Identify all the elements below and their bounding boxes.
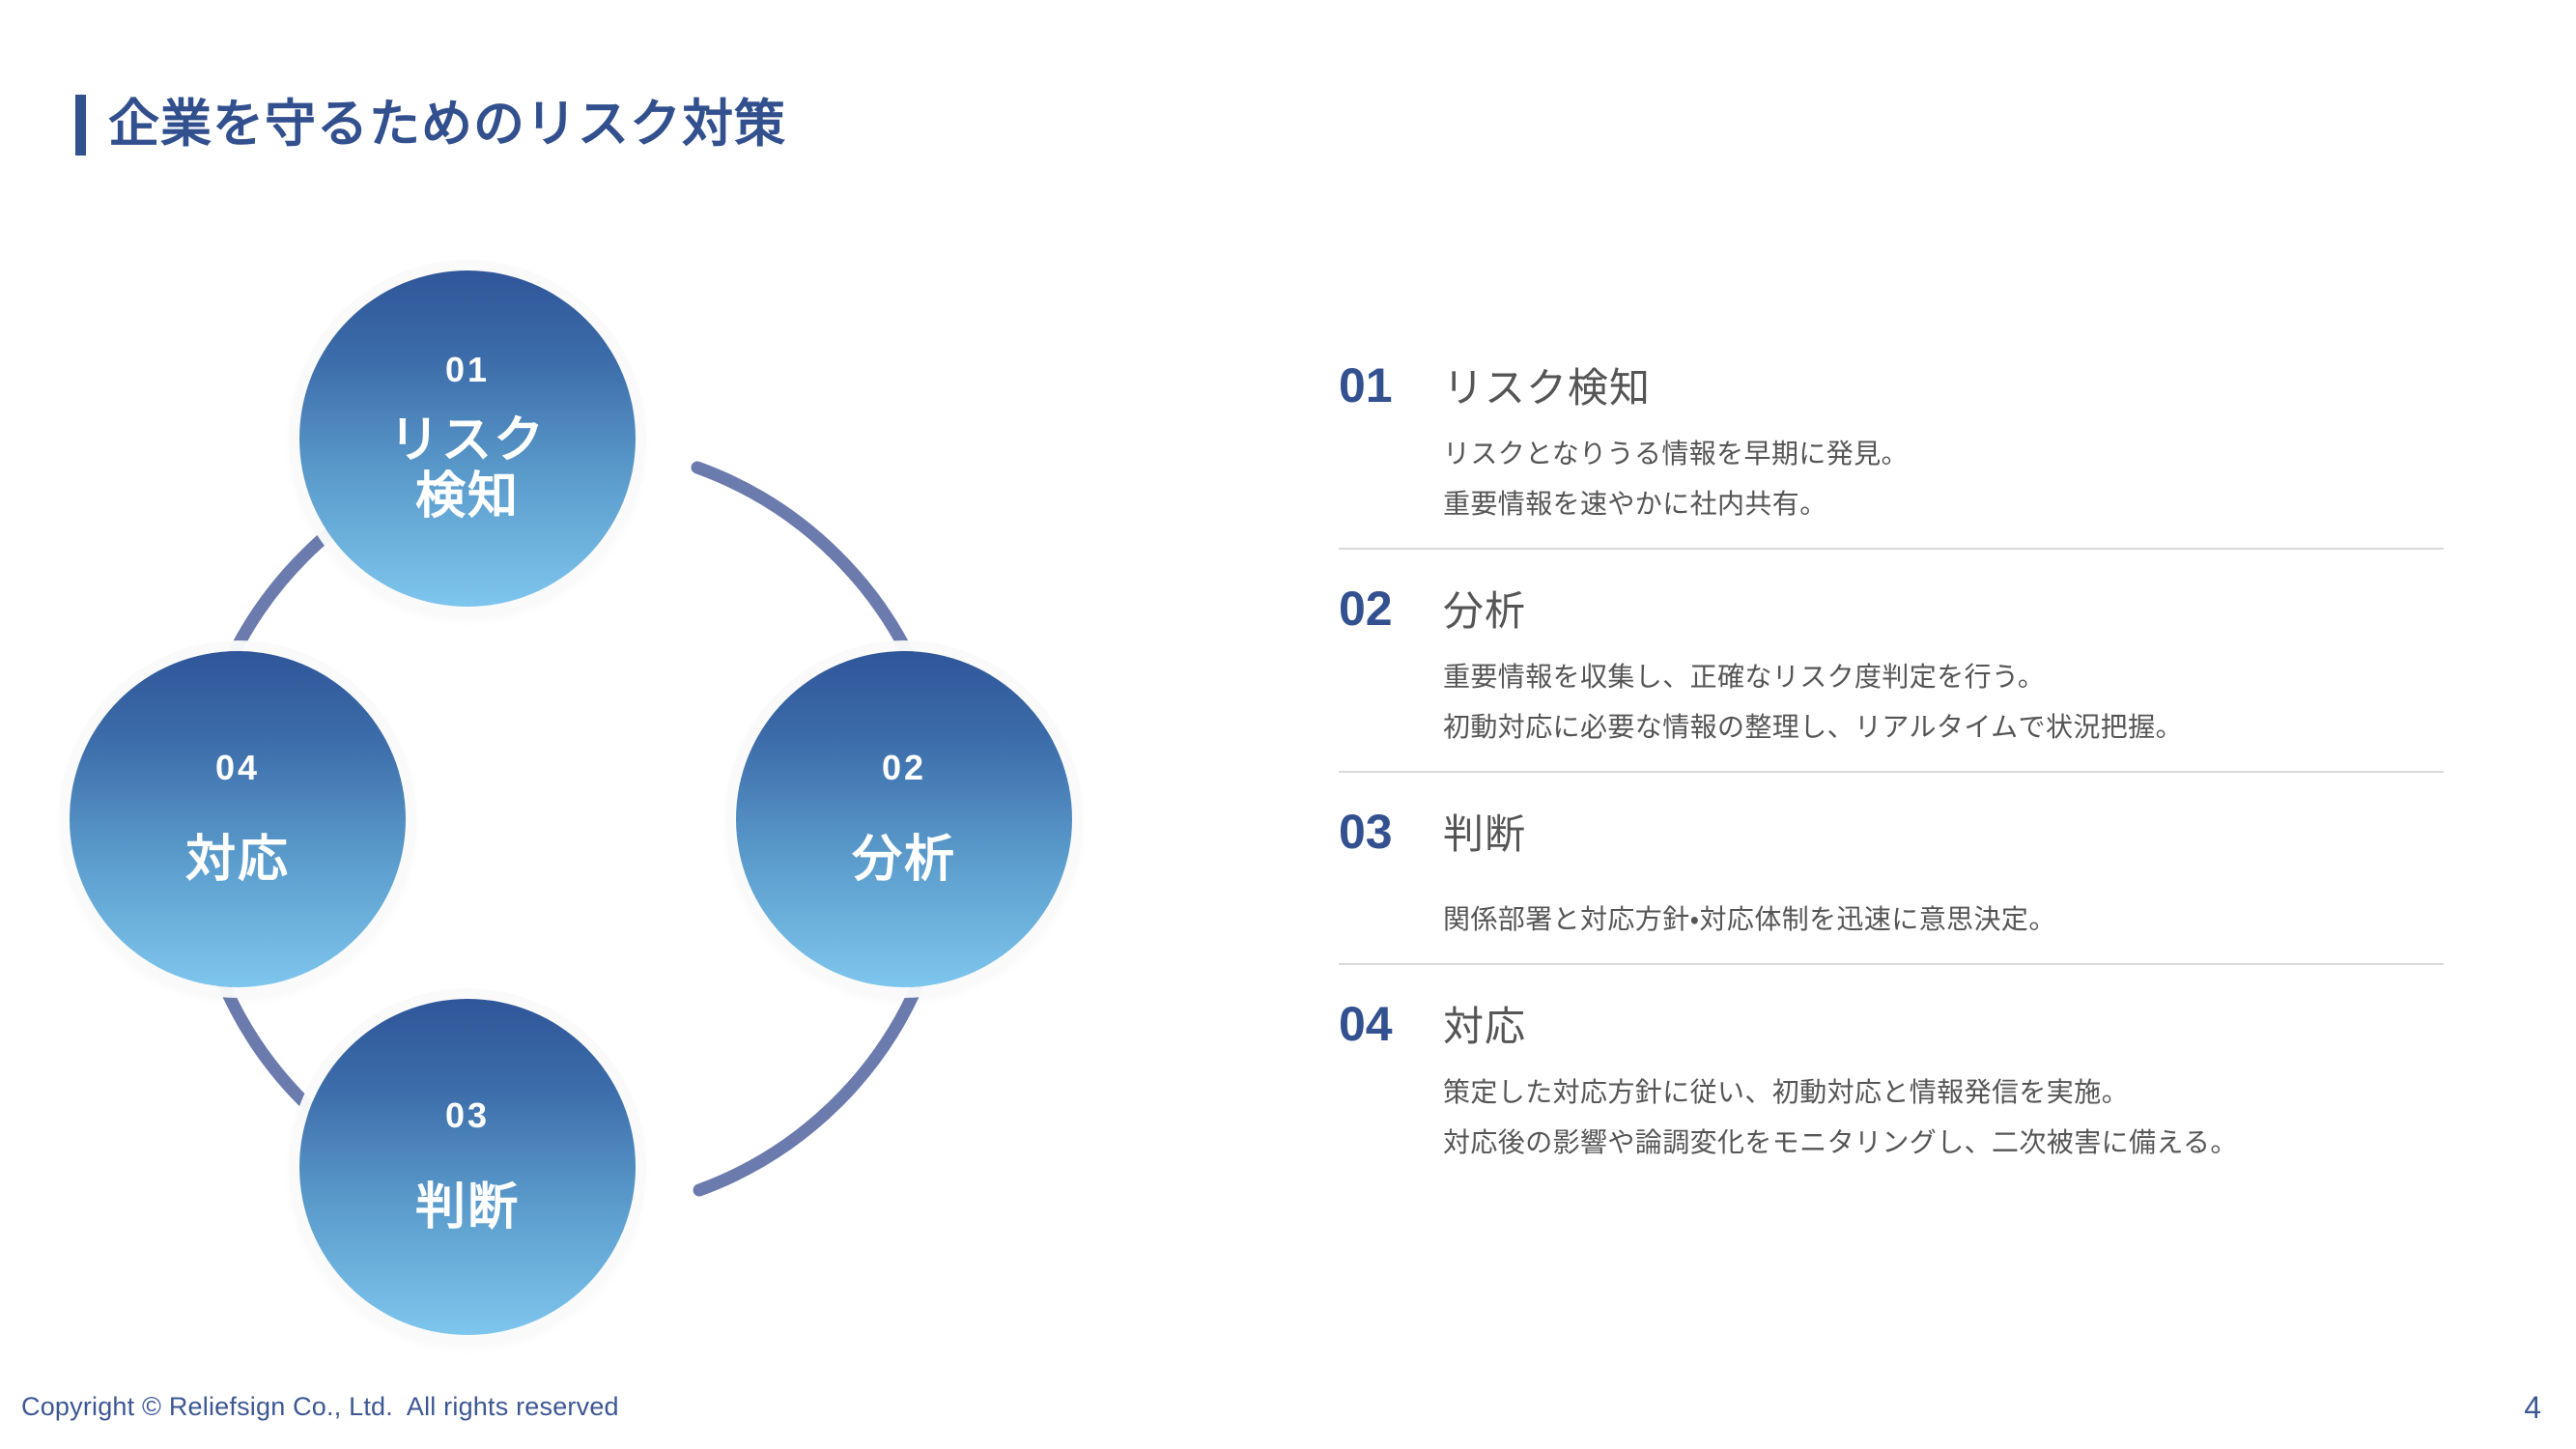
cycle-node-03-number: 03	[444, 1094, 491, 1135]
cycle-node-04[interactable]: 04 対応	[70, 651, 406, 987]
cycle-node-03[interactable]: 03 判断	[299, 999, 636, 1335]
step-02-body: 重要情報を収集し、正確なリスク度判定を行う。 初動対応に必要な情報の整理し、リア…	[1443, 657, 2444, 748]
step-01-divider	[1339, 548, 2444, 550]
page-number: 4	[2524, 1390, 2541, 1425]
cycle-node-01[interactable]: 01 リスク 検知	[299, 270, 636, 607]
step-02-line-1: 重要情報を収集し、正確なリスク度判定を行う。	[1443, 662, 2046, 692]
cycle-node-02[interactable]: 02 分析	[736, 651, 1072, 987]
step-03-number: 03	[1339, 805, 1393, 859]
step-02-number: 02	[1339, 582, 1393, 636]
cycle-node-02-number: 02	[881, 747, 927, 787]
step-01-line-1: リスクとなりうる情報を早期に発見。	[1443, 439, 1909, 469]
cycle-node-03-label: 判断	[414, 1179, 520, 1236]
step-01-number: 01	[1339, 358, 1393, 412]
step-04-line-2: 対応後の影響や論調変化をモニタリングし、二次被害に備える。	[1443, 1127, 2238, 1157]
step-01-body: リスクとなりうる情報を早期に発見。 重要情報を速やかに社内共有。	[1443, 434, 2444, 525]
step-03-title: 判断	[1443, 811, 1527, 857]
step-item-02: 02 分析 重要情報を収集し、正確なリスク度判定を行う。 初動対応に必要な情報の…	[1339, 550, 2444, 773]
step-04-header: 04 対応	[1339, 998, 2444, 1051]
step-03-line-1: 関係部署と対応方針・対応体制を迅速に意思決定。	[1443, 904, 2056, 934]
step-02-title: 分析	[1443, 588, 1527, 634]
step-item-01: 01 リスク検知 リスクとなりうる情報を早期に発見。 重要情報を速やかに社内共有…	[1339, 359, 2444, 550]
step-04-title: 対応	[1443, 1004, 1527, 1049]
title-text: 企業を守るためのリスク対策	[108, 96, 786, 154]
arc-02-to-03	[693, 959, 932, 1197]
cycle-node-01-number: 01	[444, 349, 491, 389]
step-item-03: 03 判断 関係部署と対応方針・対応体制を迅速に意思決定。	[1339, 773, 2444, 965]
page-title: 企業を守るためのリスク対策	[75, 95, 786, 156]
step-04-line-1: 策定した対応方針に従い、初動対応と情報発信を実施。	[1443, 1077, 2130, 1107]
steps-list: 01 リスク検知 リスクとなりうる情報を早期に発見。 重要情報を速やかに社内共有…	[1339, 359, 2444, 1188]
step-01-line-2: 重要情報を速やかに社内共有。	[1443, 489, 1827, 519]
cycle-diagram: 01 リスク 検知 02 分析 03 判断 04 対応	[70, 261, 1227, 1362]
cycle-node-04-label: 対応	[184, 831, 290, 888]
step-04-body: 策定した対応方針に従い、初動対応と情報発信を実施。 対応後の影響や論調変化をモニ…	[1443, 1072, 2444, 1163]
step-02-line-2: 初動対応に必要な情報の整理し、リアルタイムで状況把握。	[1443, 712, 2183, 742]
step-02-header: 02 分析	[1339, 582, 2444, 636]
step-03-divider	[1339, 963, 2444, 965]
footer-copyright: Copyright © Reliefsign Co., Ltd. All rig…	[21, 1392, 619, 1421]
cycle-node-01-label-line2: 検知	[414, 469, 520, 525]
step-01-header: 01 リスク検知	[1339, 359, 2444, 412]
cycle-node-04-number: 04	[214, 747, 261, 787]
step-04-number: 04	[1339, 997, 1393, 1051]
cycle-node-01-label-line1: リスク	[388, 412, 546, 469]
cycle-node-02-label: 分析	[851, 831, 956, 888]
step-03-header: 03 判断	[1339, 806, 2444, 859]
step-02-divider	[1339, 771, 2444, 773]
step-03-body: 関係部署と対応方針・対応体制を迅速に意思決定。	[1443, 899, 2444, 940]
title-accent-bar	[75, 95, 86, 156]
step-item-04: 04 対応 策定した対応方針に従い、初動対応と情報発信を実施。 対応後の影響や論…	[1339, 965, 2444, 1188]
cycle-node-01-label: リスク 検知	[389, 412, 546, 525]
step-01-title: リスク検知	[1443, 365, 1652, 411]
